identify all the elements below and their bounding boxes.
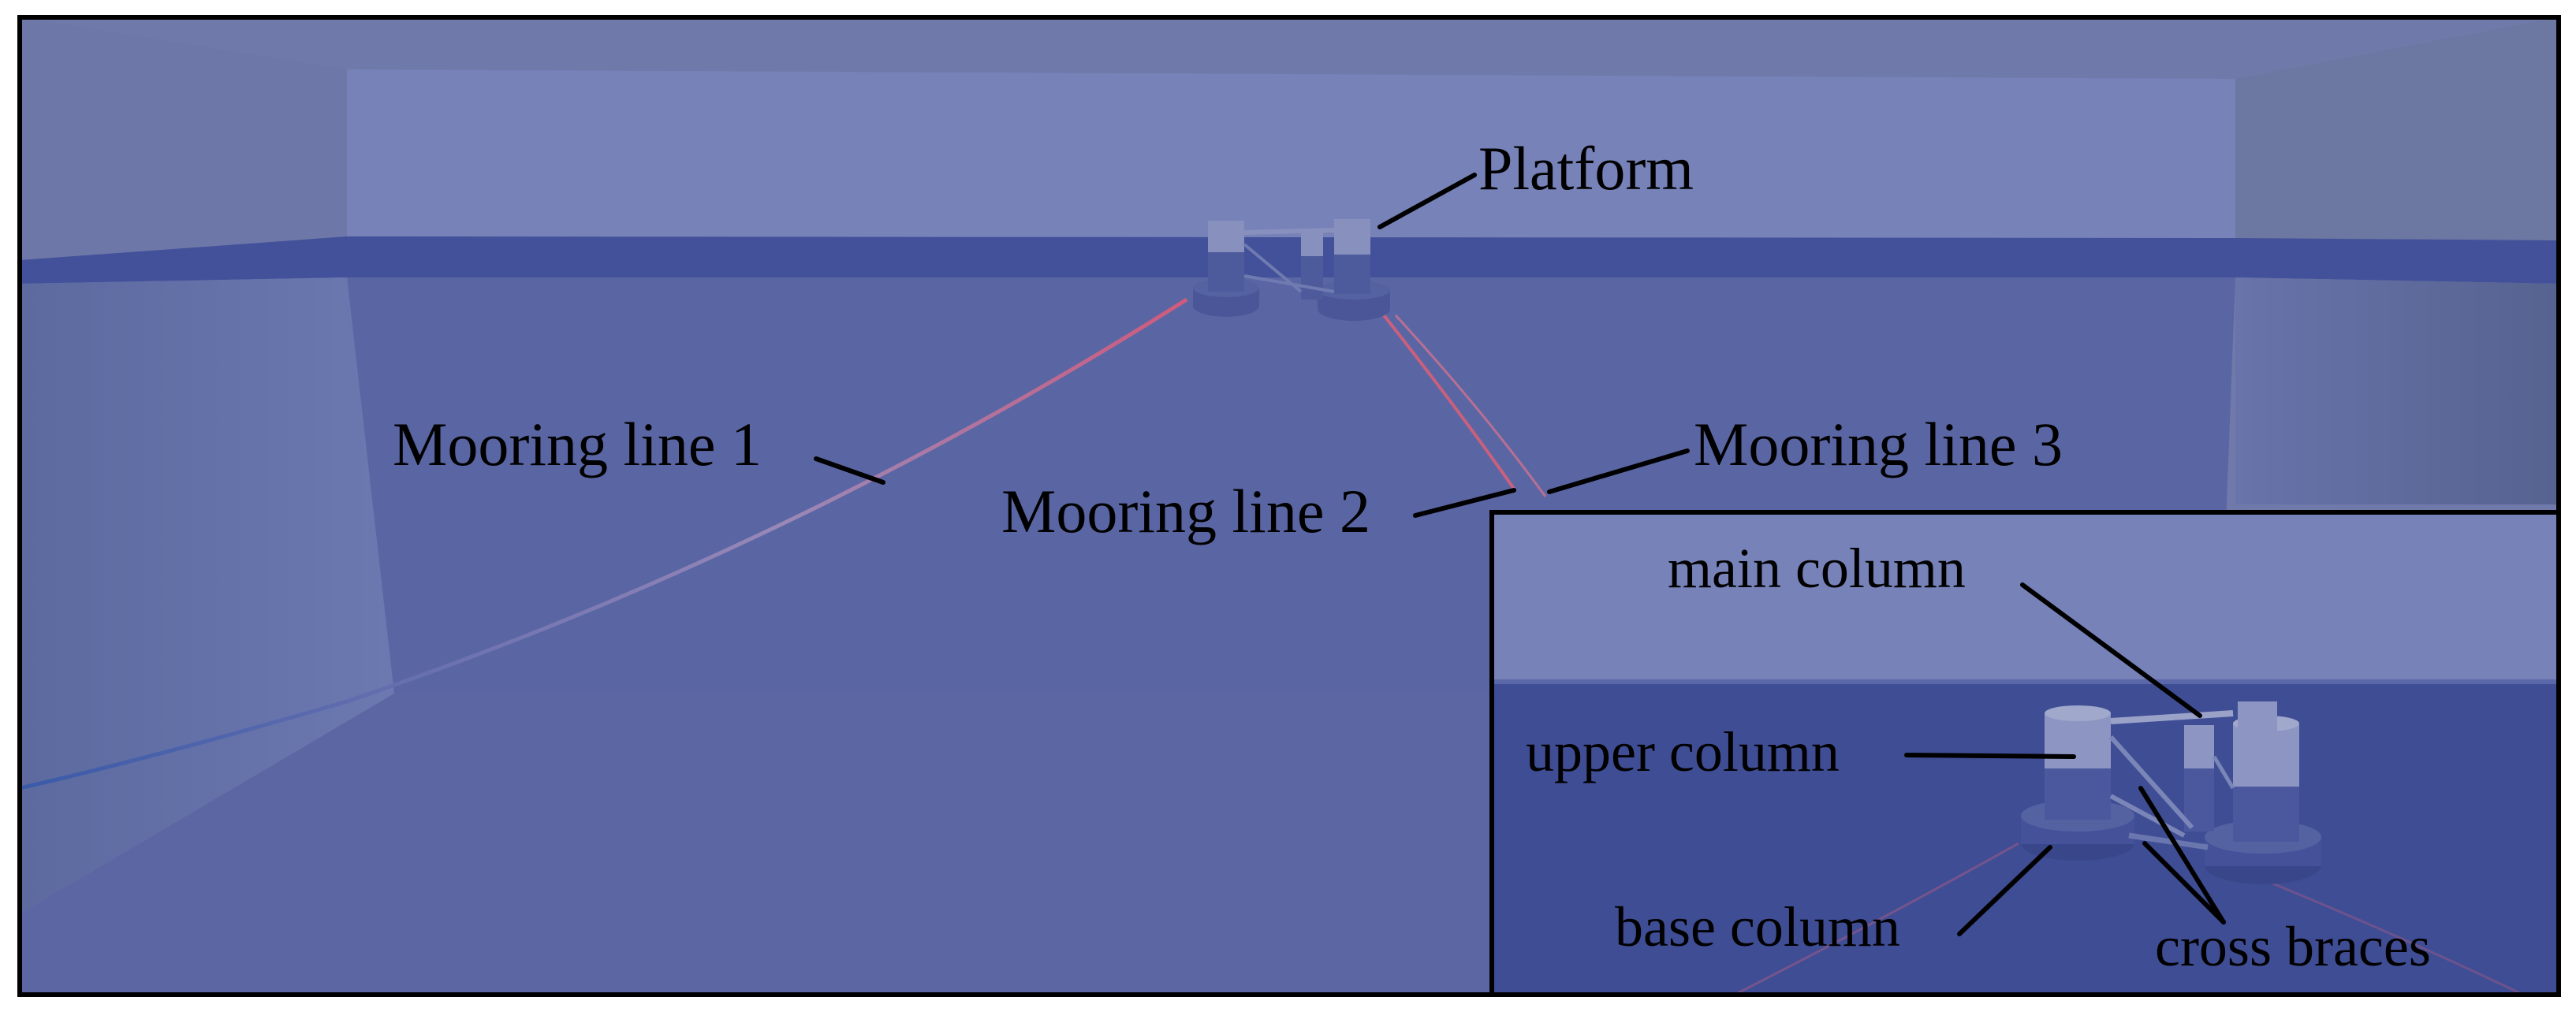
underwater-right-wall — [2235, 277, 2559, 504]
inset-zoom-panel: main column upper column base column cro… — [1489, 510, 2561, 997]
cross-braces-leader-b — [2142, 841, 2226, 925]
mooring-line-1-label: Mooring line 1 — [393, 410, 762, 478]
mooring-line-2-leader — [1413, 488, 1516, 518]
cross-braces-label: cross braces — [2155, 915, 2431, 978]
mooring-line-3-label: Mooring line 3 — [1694, 410, 2063, 478]
platform-leader — [1377, 173, 1477, 229]
figure-border — [17, 15, 2561, 997]
tank-back-panel — [347, 69, 2235, 260]
base-column-label: base column — [1615, 895, 1900, 958]
platform-structure — [1193, 219, 1390, 321]
inset-platform — [2021, 701, 2321, 884]
tank-right-wall — [2235, 17, 2559, 260]
upper-column-leader — [1904, 753, 2076, 759]
underwater-left-wall — [20, 277, 394, 914]
cross-braces-leader-a — [2138, 786, 2226, 925]
tank-left-wall — [20, 17, 347, 260]
mooring-line-2-label: Mooring line 2 — [1001, 477, 1370, 545]
waterline-band — [20, 236, 2559, 284]
base-column-leader — [1957, 845, 2052, 936]
platform-label: Platform — [1478, 134, 1694, 203]
main-column-leader — [2020, 582, 2202, 718]
mooring-line-3-leader — [1547, 448, 1690, 494]
main-column-label: main column — [1668, 537, 1966, 600]
mooring-line-2 — [1382, 314, 1515, 490]
mooring-line-1-leader — [814, 456, 885, 485]
mooring-line-1 — [19, 297, 1188, 791]
upper-column-label: upper column — [1526, 720, 1840, 783]
mooring-line-3 — [1394, 314, 1547, 497]
inset-sky — [1492, 512, 2559, 682]
